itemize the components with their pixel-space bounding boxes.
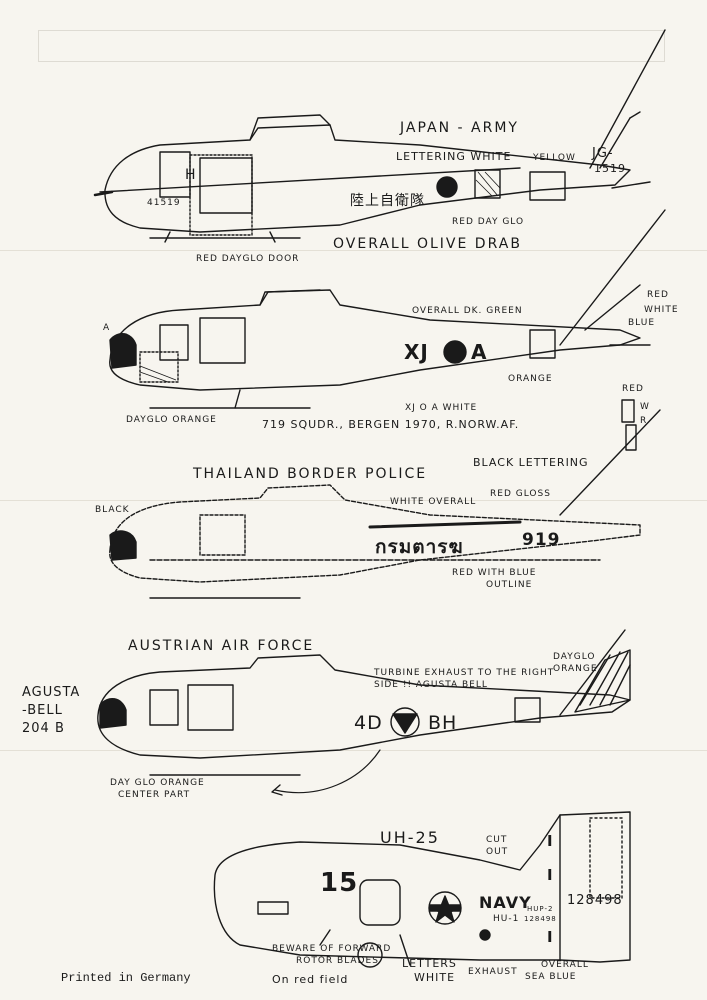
helicopter-norway <box>109 209 666 451</box>
austria-exhaust-note-1: TURBINE EXHAUST TO THE RIGHT <box>374 668 555 678</box>
side-label-2: -BELL <box>22 703 63 718</box>
japan-overall-note: OVERALL OLIVE DRAB <box>333 236 522 252</box>
navy-red-field: On red field <box>272 973 349 986</box>
japan-lettering-note: LETTERING WHITE <box>396 150 512 163</box>
navy-overall-1: OVERALL <box>541 960 589 970</box>
thailand-stripe-note-2: OUTLINE <box>486 580 533 590</box>
navy-cut-2: OUT <box>486 847 509 857</box>
navy-beware-1: BEWARE OF FORWARD <box>272 944 392 954</box>
side-label-1: AGUSTA <box>22 685 81 700</box>
navy-serial: 128498 <box>567 893 623 908</box>
austria-nose-note-2: CENTER PART <box>118 790 191 800</box>
japan-yellow-note: YELLOW <box>533 153 576 163</box>
norway-overall-note: OVERALL DK. GREEN <box>412 306 523 316</box>
navy-tail-i-2: I <box>547 866 554 884</box>
thailand-thai-text: กรมตารฆ <box>375 536 464 558</box>
thailand-black-lettering: BLACK LETTERING <box>473 456 589 469</box>
helicopter-austria <box>97 629 631 796</box>
thailand-stripe-note-1: RED WITH BLUE <box>452 568 537 578</box>
austria-dayglo-2: ORANGE <box>553 664 598 674</box>
thailand-red-gloss: RED GLOSS <box>490 489 551 499</box>
helicopter-japan <box>93 29 666 243</box>
austria-heading: AUSTRIAN AIR FORCE <box>128 638 315 654</box>
navy-exhaust: EXHAUST <box>468 967 518 977</box>
austria-nose-note-1: DAY GLO ORANGE <box>110 778 205 788</box>
navy-cut-1: CUT <box>486 835 508 845</box>
navy-letters-2: WHITE <box>414 971 456 984</box>
norway-tail-white: WHITE <box>644 305 679 315</box>
navy-tail-i-1: I <box>547 832 554 850</box>
norway-tail-red: RED <box>647 290 669 300</box>
japan-heading: JAPAN - ARMY <box>400 120 519 136</box>
austria-exhaust-note-2: SIDE !! AGUSTA BELL <box>374 680 488 690</box>
austria-dayglo-1: DAYGLO <box>553 652 596 662</box>
fold-line <box>0 250 707 251</box>
japan-tail-number: 1519 <box>594 162 626 175</box>
japan-dayglo-note: RED DAY GLO <box>452 217 525 227</box>
navy-small-code-1: HUP-2 <box>527 905 554 913</box>
austria-code-right: BH <box>428 712 458 734</box>
navy-hu: HU-1 <box>493 914 520 924</box>
japan-serial: 41519 <box>147 198 181 208</box>
japan-door-note: RED DAYGLO DOOR <box>196 254 300 264</box>
side-label-3: 204 B <box>22 721 65 736</box>
navy-letters-1: LETTERS <box>402 957 457 970</box>
thailand-heading: THAILAND BORDER POLICE <box>193 466 428 482</box>
austria-code-left: 4D <box>354 712 383 734</box>
navy-number: 15 <box>320 868 359 898</box>
helicopter-thailand <box>109 409 661 599</box>
navy-small-code-2: 128498 <box>524 915 557 923</box>
norway-orange-note: ORANGE <box>508 374 553 384</box>
helicopter-navy-uh25 <box>213 811 631 968</box>
norway-nose-note: DAYGLO ORANGE <box>126 415 217 425</box>
thailand-white-overall: WHITE OVERALL <box>390 497 477 507</box>
norway-tail-blue: BLUE <box>628 318 656 328</box>
thailand-black-note: BLACK <box>95 505 130 515</box>
navy-overall-2: SEA BLUE <box>525 972 577 982</box>
fold-line <box>0 500 707 501</box>
navy-heading: UH-25 <box>380 828 440 847</box>
japan-hull-letter: H <box>185 167 197 183</box>
navy-beware-2: ROTOR BLADES <box>296 956 379 966</box>
norway-code-right: A <box>471 340 488 364</box>
japan-tail-code: JG- <box>592 146 614 161</box>
norway-code-left: XJ <box>404 340 429 364</box>
norway-unit: 719 SQUDR., BERGEN 1970, R.NORW.AF. <box>262 418 520 431</box>
norway-marker: A <box>103 323 111 333</box>
japan-hull-text: 陸上自衛隊 <box>350 193 425 209</box>
header-ghost-box <box>38 30 665 62</box>
norway-code-note: XJ O A WHITE <box>405 403 478 413</box>
thailand-serial: 919 <box>522 530 561 550</box>
norway-flag-r: R <box>640 416 648 426</box>
norway-flag-red: RED <box>622 384 644 394</box>
navy-tail-i-3: I <box>547 928 554 946</box>
footer-printed-in: Printed in Germany <box>61 971 191 985</box>
norway-flag-w: W <box>640 402 650 412</box>
navy-label: NAVY <box>479 893 532 912</box>
fold-line <box>0 750 707 751</box>
